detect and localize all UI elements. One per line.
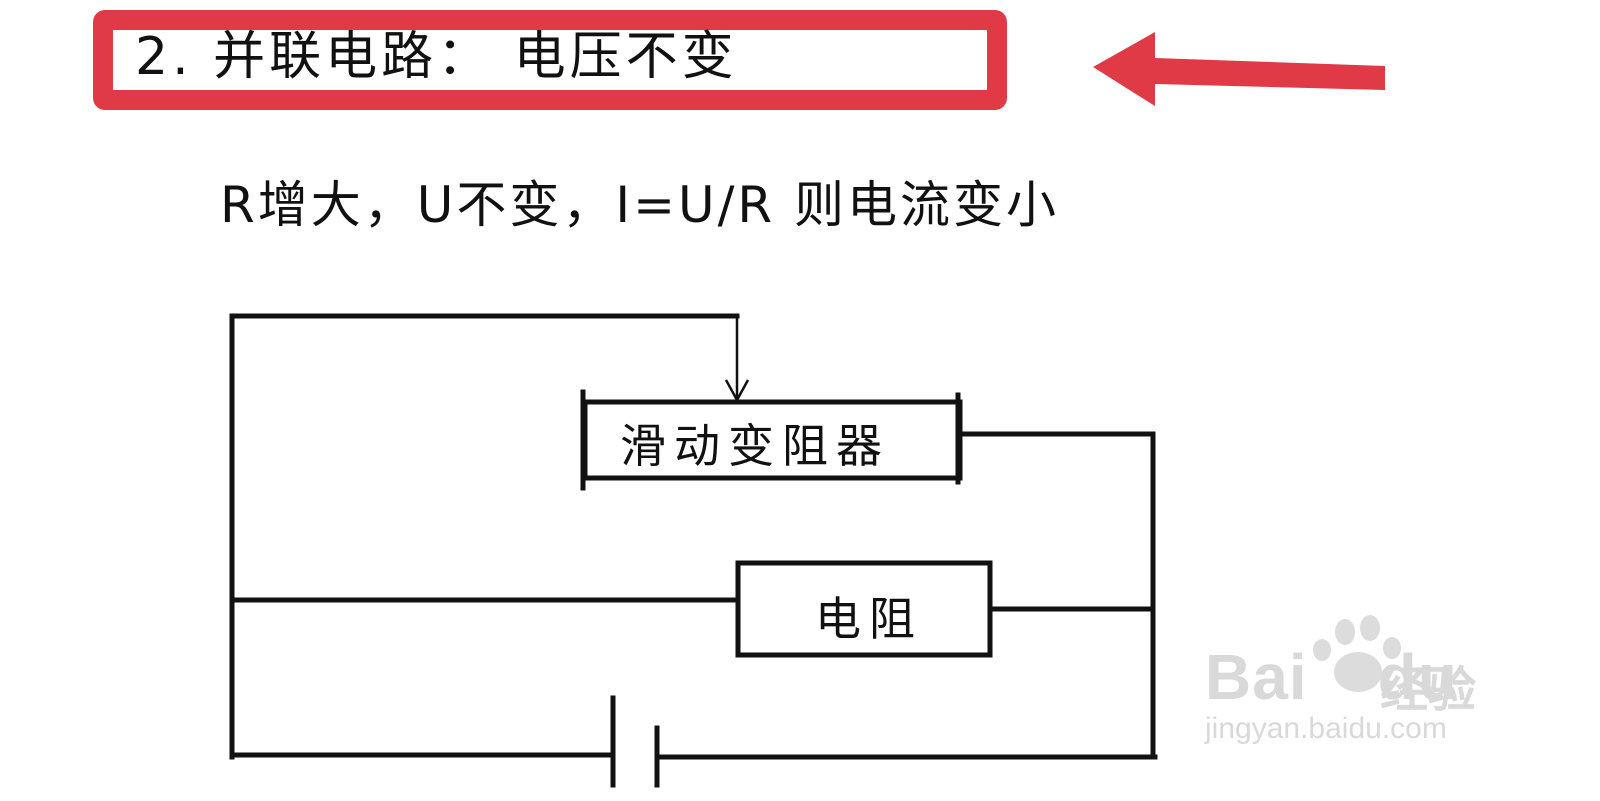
arrow-icon [1093,32,1385,106]
slider-arrow-icon [724,379,750,403]
baidu-paw-icon [1313,615,1401,692]
watermark-brand-tail: du [1377,641,1458,713]
heading-text: 2. 并联电路： 电压不变 [135,27,738,87]
resistor-box [735,560,993,658]
rheostat-label: 滑动变阻器 [620,419,890,473]
watermark-url: jingyan.baidu.com [1205,712,1447,745]
resistor-label: 电阻 [815,592,923,646]
watermark-brand-head: Bai [1205,641,1308,713]
explanation-text: R增大，U不变，I=U/R 则电流变小 [220,176,1060,234]
heading-highlight-box [93,10,1007,110]
watermark-chinese: 经验 [1380,664,1477,717]
